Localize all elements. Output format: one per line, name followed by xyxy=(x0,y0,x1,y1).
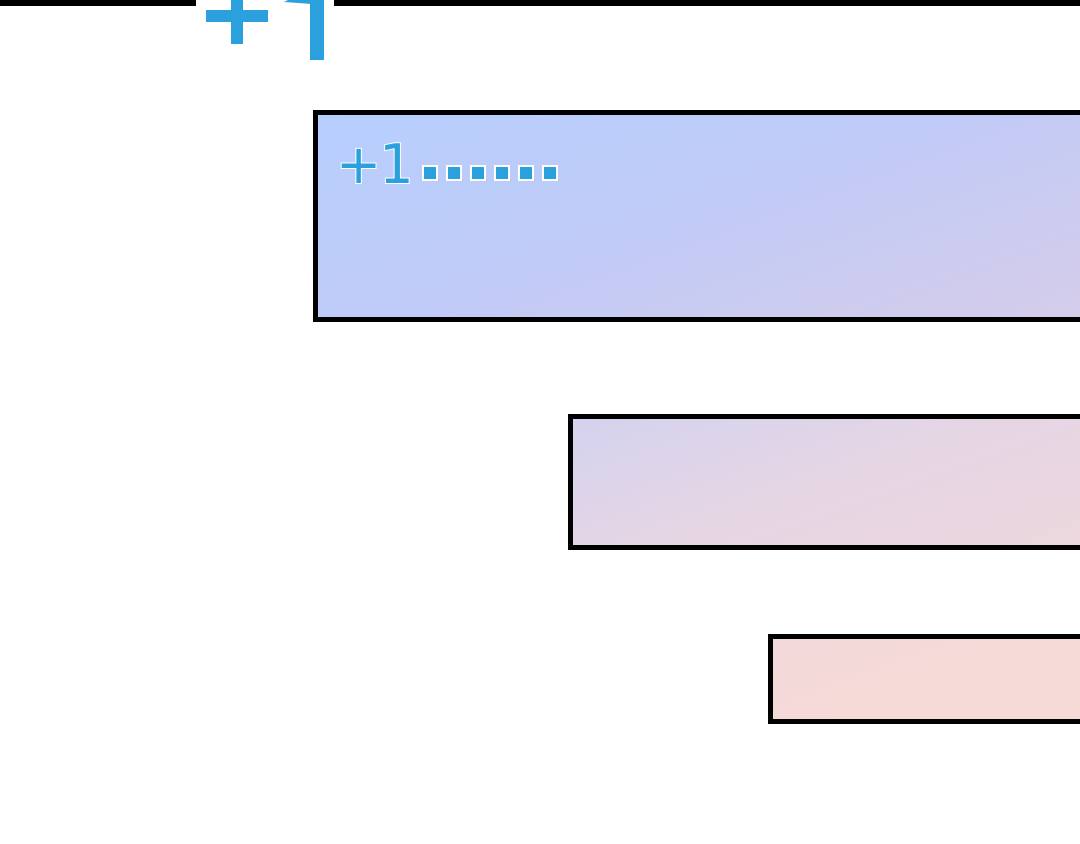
comic-panel-1: +1 xyxy=(313,110,1080,322)
top-panel-border-right xyxy=(334,0,1080,6)
sfx-panel-text: +1 xyxy=(335,133,415,196)
top-panel-border-left xyxy=(0,0,196,6)
sfx-plus-one-small: +1 xyxy=(335,133,566,196)
sfx-plus-one-large: +1 xyxy=(200,0,340,70)
sfx-ellipsis-dots xyxy=(421,133,566,193)
comic-panel-2 xyxy=(568,414,1080,550)
comic-panel-3 xyxy=(768,634,1080,724)
